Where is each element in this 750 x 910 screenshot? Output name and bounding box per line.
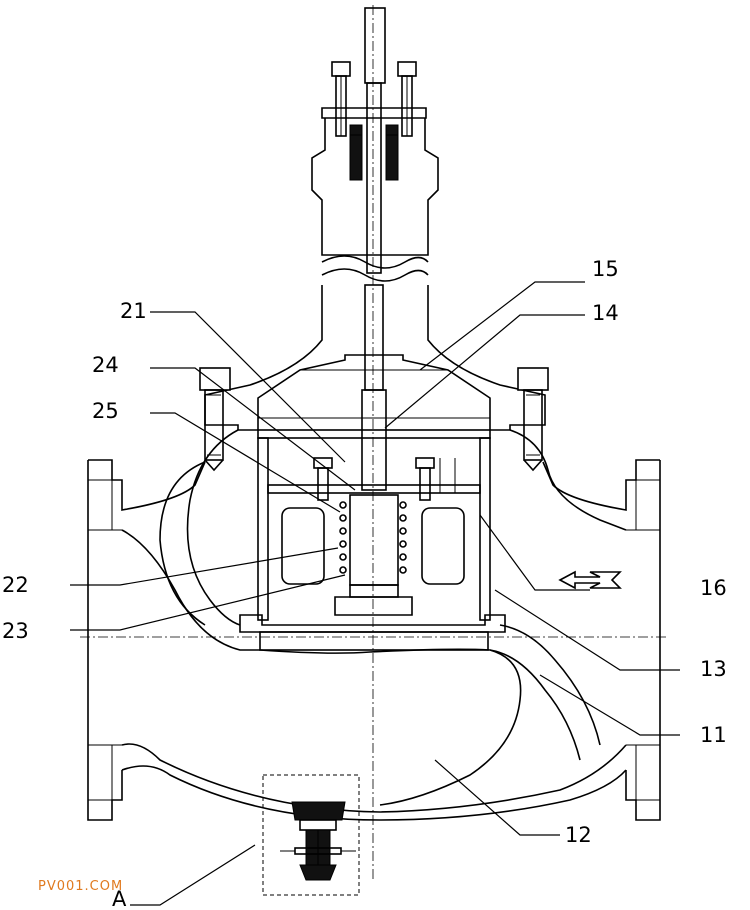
spring-coils — [339, 501, 407, 574]
bonnet-bolt-left — [199, 367, 231, 472]
break-line-upper — [321, 255, 429, 269]
watermark-text: PV001.COM — [38, 879, 123, 894]
callout-12: 12 — [565, 823, 592, 847]
callout-a: A — [112, 887, 127, 910]
detail-a-frame — [262, 774, 360, 896]
callout-13: 13 — [700, 657, 727, 681]
callout-16: 16 — [700, 576, 727, 600]
callout-21: 21 — [120, 299, 147, 323]
valve-body — [87, 429, 661, 821]
bonnet — [204, 285, 546, 431]
callout-25: 25 — [92, 399, 119, 423]
flow-direction-arrow-icon — [558, 570, 622, 590]
callout-23: 23 — [2, 619, 29, 643]
drain-plug-detail — [280, 801, 356, 881]
break-line-lower — [321, 268, 429, 282]
bonnet-bolt-right — [517, 367, 549, 472]
cage-assembly — [239, 429, 506, 651]
callout-11: 11 — [700, 723, 727, 747]
callout-22: 22 — [2, 573, 29, 597]
callout-24: 24 — [92, 353, 119, 377]
packing-gland — [311, 61, 439, 256]
valve-stem — [361, 7, 387, 491]
callout-14: 14 — [592, 301, 619, 325]
callout-15: 15 — [592, 257, 619, 281]
leader-lines — [70, 281, 680, 906]
